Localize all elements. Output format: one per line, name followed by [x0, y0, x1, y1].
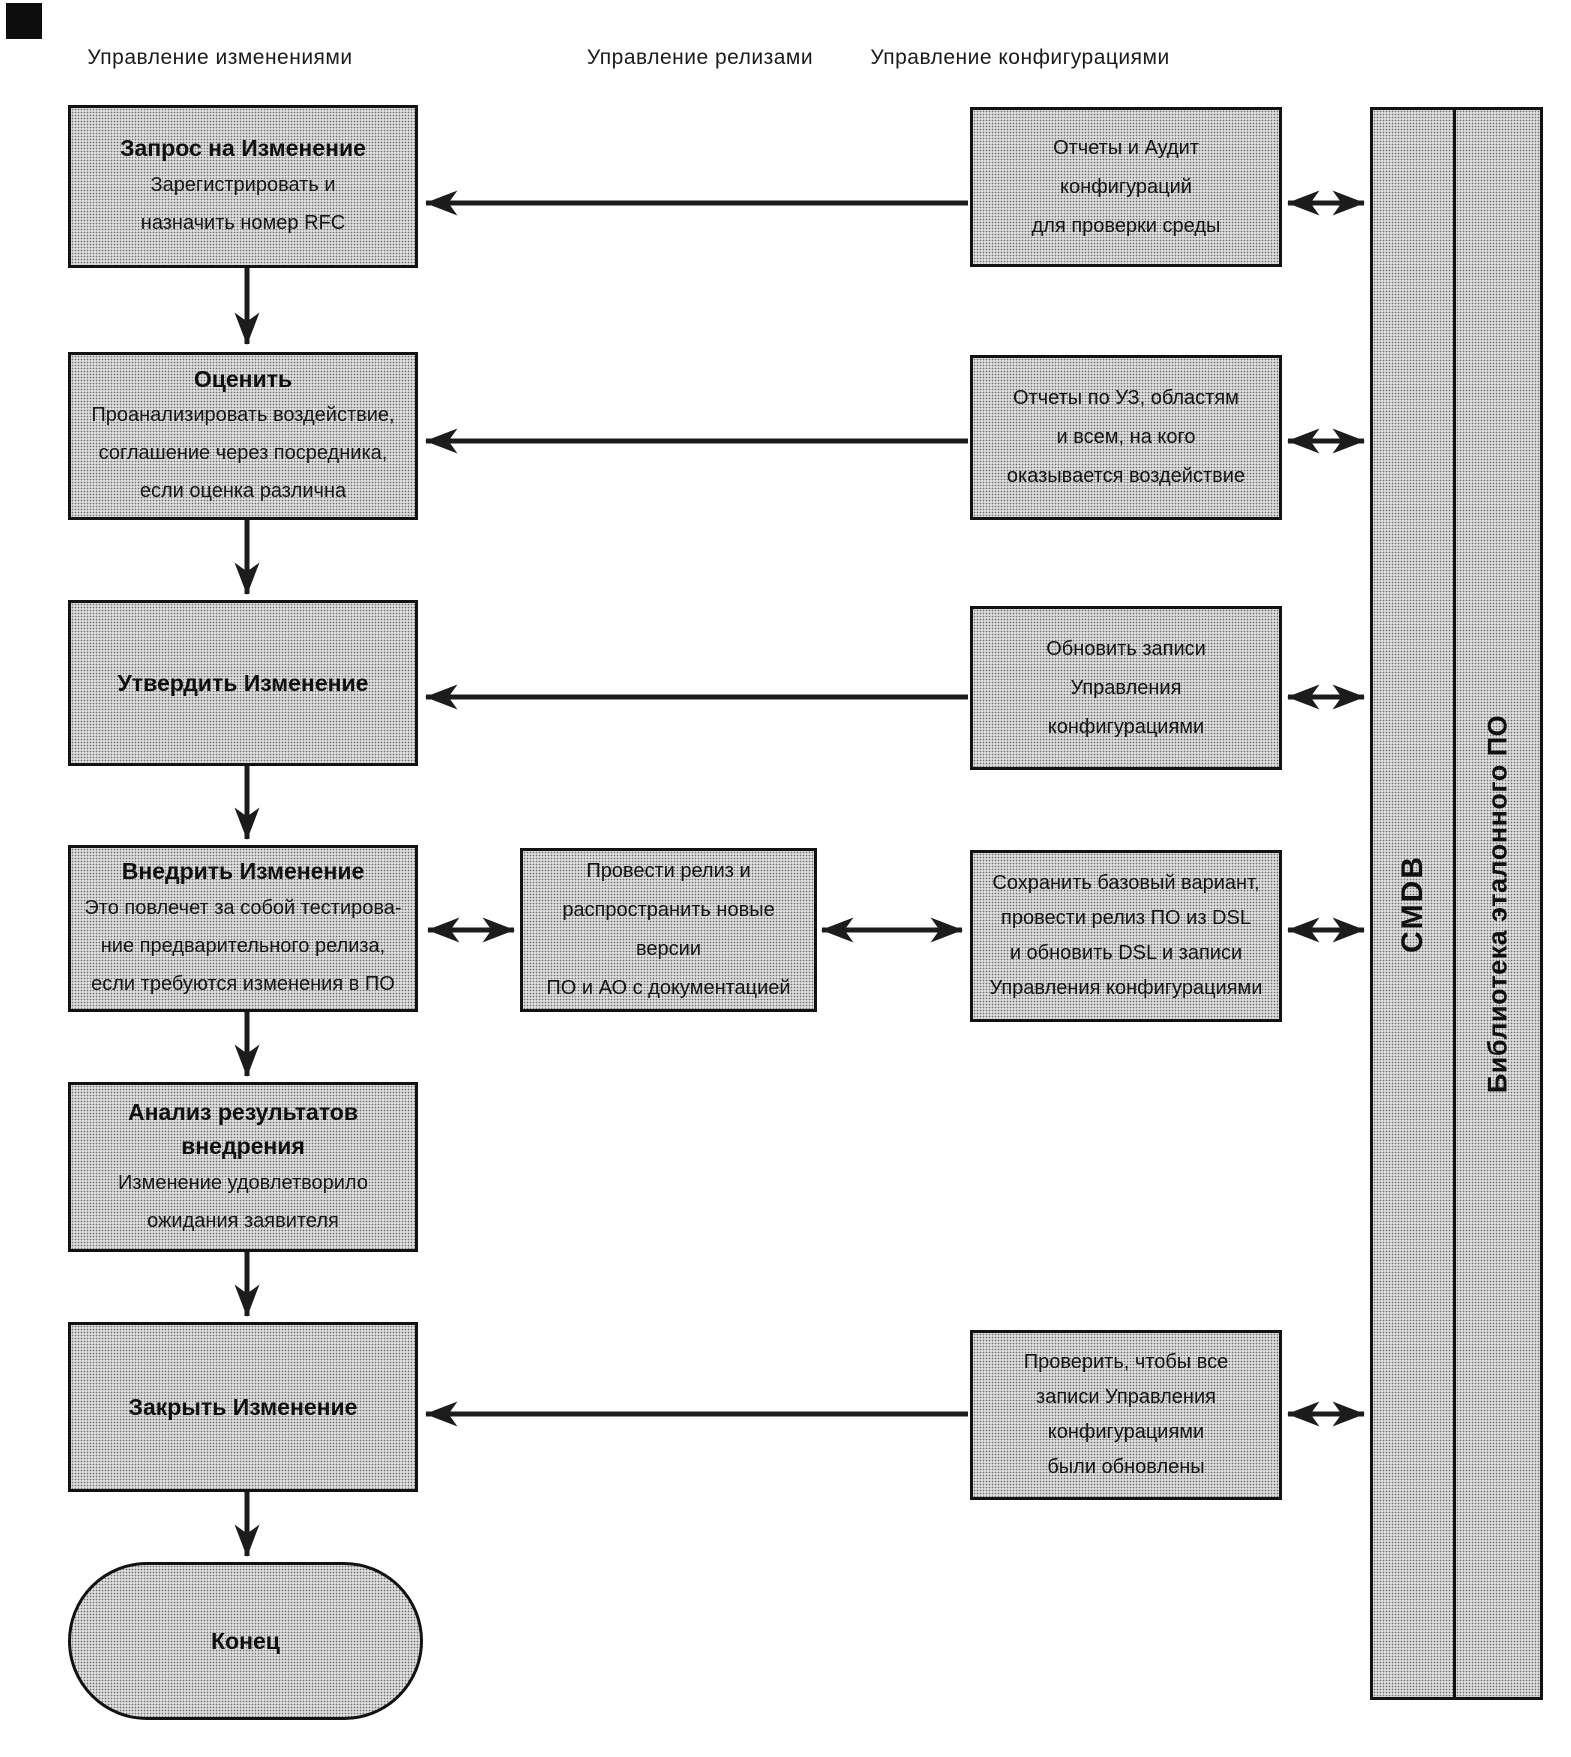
step-verify-config-records: Проверить, чтобы все записи Управления к… — [970, 1330, 1282, 1500]
step-title: Внедрить Изменение — [121, 858, 365, 885]
cmdb-label: CMDB — [1396, 854, 1429, 953]
lane-header-change-management: Управление изменениями — [87, 46, 353, 69]
lane-header-release-management: Управление релизами — [586, 46, 814, 69]
terminator-end: Конец — [68, 1562, 423, 1720]
step-implement-change: Внедрить Изменение Это повлечет за собой… — [68, 845, 418, 1012]
step-close-change: Закрыть Изменение — [68, 1322, 418, 1492]
step-text: Провести релиз и распространить новые ве… — [546, 860, 791, 999]
step-distribute-release: Провести релиз и распространить новые ве… — [520, 848, 817, 1012]
step-subtitle: Изменение удовлетворило ожидания заявите… — [118, 1171, 368, 1232]
lane-header-configuration-management: Управление конфигурациями — [870, 46, 1170, 69]
scan-artifact-square — [6, 3, 42, 39]
step-text: Отчеты по УЗ, областям и всем, на кого о… — [1006, 387, 1246, 487]
step-title: Закрыть Изменение — [128, 1393, 358, 1420]
step-text: Отчеты и Аудит конфигураций для проверки… — [1031, 136, 1221, 237]
step-assess: Оценить Проанализировать воздействие, со… — [68, 352, 418, 520]
step-approve-change: Утвердить Изменение — [68, 600, 418, 766]
step-text: Обновить записи Управления конфигурациям… — [1046, 637, 1206, 738]
end-label: Конец — [211, 1627, 280, 1654]
step-title: Оценить — [193, 365, 293, 392]
step-subtitle: Это повлечет за собой тестирова- ние пре… — [84, 896, 402, 995]
step-text: Сохранить базовый вариант, провести рели… — [989, 872, 1263, 999]
step-request-for-change: Запрос на Изменение Зарегистрировать и н… — [68, 105, 418, 268]
repositories-bar: CMDB Библиотека эталонного ПО — [1370, 107, 1543, 1700]
dsl-column: Библиотека эталонного ПО — [1456, 110, 1540, 1697]
step-title: Запрос на Изменение — [120, 135, 366, 162]
step-title: Утвердить Изменение — [117, 669, 369, 696]
step-text: Проверить, чтобы все записи Управления к… — [1023, 1351, 1229, 1478]
cmdb-column: CMDB — [1373, 110, 1456, 1697]
step-update-config-records: Обновить записи Управления конфигурациям… — [970, 606, 1282, 770]
dsl-label: Библиотека эталонного ПО — [1482, 714, 1513, 1093]
step-config-audit: Отчеты и Аудит конфигураций для проверки… — [970, 107, 1282, 267]
step-post-implementation-review: Анализ результатов внедрения Изменение у… — [68, 1082, 418, 1252]
step-title: Анализ результатов внедрения — [128, 1098, 358, 1160]
step-config-reports: Отчеты по УЗ, областям и всем, на кого о… — [970, 355, 1282, 520]
step-subtitle: Проанализировать воздействие, соглашение… — [91, 404, 395, 503]
step-save-baseline: Сохранить базовый вариант, провести рели… — [970, 850, 1282, 1022]
step-subtitle: Зарегистрировать и назначить номер RFC — [140, 173, 346, 234]
